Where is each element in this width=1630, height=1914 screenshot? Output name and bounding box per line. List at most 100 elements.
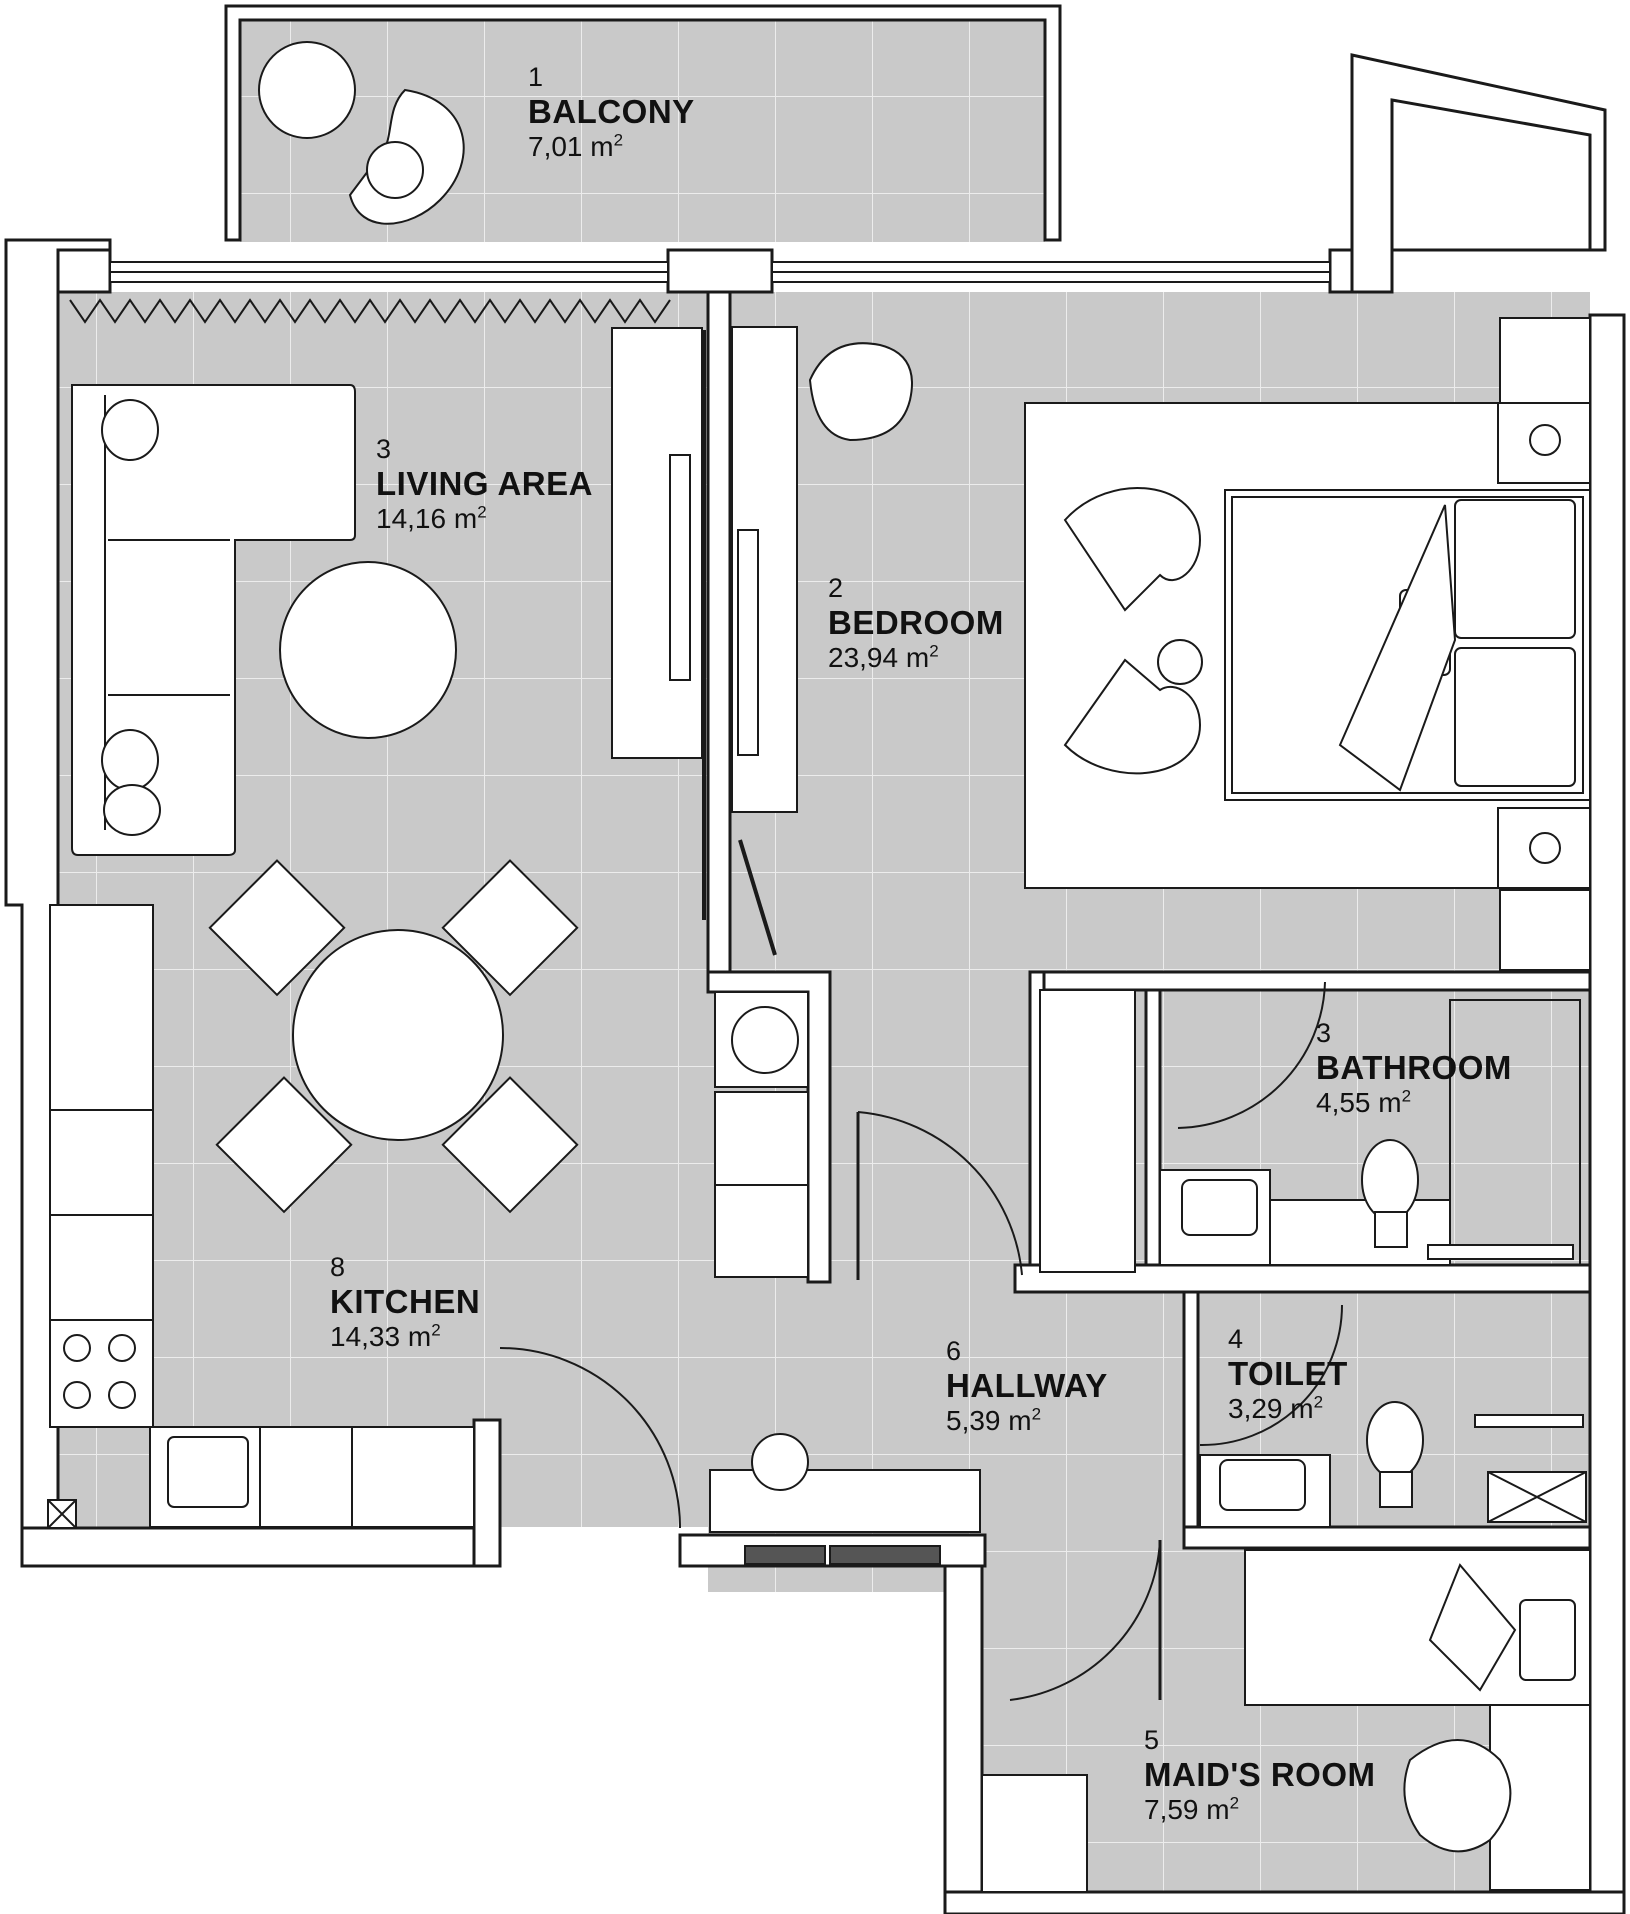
shower-bar [1427, 1244, 1574, 1260]
room-number: 3 [376, 434, 392, 464]
toilet-door-swing [1199, 1304, 1343, 1447]
living-furniture [47, 298, 706, 1529]
room-name: LIVING AREA [376, 465, 593, 503]
bedroom-door-leaf [738, 839, 777, 956]
room-area: 7,01 m2 [528, 130, 624, 162]
room-area: 23,94 m2 [828, 641, 939, 673]
kitchen-sink [167, 1436, 249, 1508]
room-area: 3,29 m2 [1228, 1392, 1324, 1424]
wall-toilet-west [1182, 1290, 1200, 1550]
room-label-living-area: 3 LIVING AREA 14,16 m2 [376, 434, 593, 535]
east-shaft-inner [1390, 98, 1592, 252]
room-number: 8 [330, 1252, 346, 1282]
north-wall-pier-mid [666, 248, 774, 294]
bathroom-toilet [1361, 1139, 1419, 1221]
room-name: HALLWAY [946, 1367, 1108, 1405]
room-number: 1 [528, 62, 544, 92]
bedroom-wardrobe [1499, 317, 1591, 404]
toilet-sink [1219, 1459, 1306, 1511]
coffee-table [279, 561, 457, 739]
bedroom-armchair [1063, 658, 1202, 775]
toilet-bowl [1366, 1401, 1424, 1479]
south-wall-bottom [943, 1890, 1626, 1914]
room-number: 5 [1144, 1725, 1160, 1755]
balcony-side-table [258, 41, 356, 139]
room-area: 4,55 m2 [1316, 1086, 1412, 1118]
room-number: 4 [1228, 1324, 1244, 1354]
room-label-kitchen: 8 KITCHEN 14,33 m2 [330, 1252, 480, 1353]
room-label-balcony: 1 BALCONY 7,01 m2 [528, 62, 695, 163]
room-number: 2 [828, 573, 844, 603]
balcony-parapet [224, 4, 1062, 242]
desk-chair [808, 342, 913, 442]
wall-hall-north [706, 970, 832, 1284]
room-number: 6 [946, 1336, 962, 1366]
bedroom-armchair [1063, 487, 1202, 612]
shower-bar [1474, 1414, 1584, 1428]
maids-room-furniture [981, 1549, 1591, 1893]
wall-bath-wardrobe-divider [1144, 988, 1162, 1267]
pillow [1454, 647, 1576, 787]
north-wall-pier-left [56, 248, 112, 294]
maid-door-swing [1009, 1539, 1161, 1701]
room-name: BATHROOM [1316, 1049, 1512, 1087]
maid-chair [1403, 1739, 1512, 1853]
nightstand [1497, 807, 1591, 889]
room-label-bathroom: 3 BATHROOM 4,55 m2 [1316, 1018, 1512, 1119]
bathroom-counter [1269, 1199, 1451, 1266]
bedroom-furniture [731, 317, 1591, 971]
balcony-furniture [258, 41, 465, 225]
hall-wardrobe [1039, 989, 1136, 1273]
wall-toilet-south [1182, 1525, 1592, 1550]
pillow [1454, 499, 1576, 639]
console-table [709, 1469, 981, 1533]
kitchen-door-swing [499, 1347, 681, 1529]
outer-wall-south-maid [943, 1564, 984, 1914]
hall-door-swing [857, 1111, 1023, 1276]
nightstand [1497, 402, 1591, 484]
dining-chair-sw [215, 1076, 353, 1214]
shower-tray [1449, 999, 1581, 1266]
duvet-fold [1338, 504, 1457, 792]
entry-door-leaf-right [829, 1545, 941, 1565]
maid-wardrobe [981, 1774, 1088, 1893]
room-area: 7,59 m2 [1144, 1793, 1240, 1825]
room-label-bedroom: 2 BEDROOM 23,94 m2 [828, 573, 1004, 674]
wall-living-bedroom [706, 290, 732, 974]
toilet-fixtures [1199, 1304, 1587, 1528]
room-label-hallway: 6 HALLWAY 5,39 m2 [946, 1336, 1108, 1437]
east-service-shaft [1350, 53, 1607, 294]
room-label-toilet: 4 TOILET 3,29 m2 [1228, 1324, 1348, 1425]
curtain [69, 298, 671, 324]
room-name: BALCONY [528, 93, 695, 131]
room-name: BEDROOM [828, 604, 1004, 642]
room-name: KITCHEN [330, 1283, 481, 1321]
room-name: MAID'S ROOM [1144, 1756, 1376, 1794]
windows [109, 261, 1331, 1565]
wall-kitchen-east [472, 1418, 502, 1568]
room-number: 3 [1316, 1018, 1332, 1048]
washing-machine [731, 1006, 799, 1074]
bed-duvet-fold [1428, 1563, 1517, 1692]
room-area: 14,33 m2 [330, 1320, 441, 1352]
bathroom-fixtures [1159, 981, 1581, 1266]
dining-table [292, 929, 504, 1141]
stool [751, 1433, 809, 1491]
outer-wall-south-left [20, 1526, 502, 1568]
dining-chair-ne [441, 859, 579, 997]
bedroom-wardrobe [1499, 889, 1591, 971]
outer-wall-east [1588, 313, 1626, 1914]
desk-monitor [737, 529, 759, 756]
hall-furniture [499, 989, 1162, 1701]
room-name: TOILET [1228, 1355, 1348, 1393]
bathroom-door-swing [1177, 981, 1326, 1129]
dining-chair-nw [208, 859, 346, 997]
wall-bath-north [1028, 970, 1592, 992]
room-label-maids-room: 5 MAID'S ROOM 7,59 m2 [1144, 1725, 1376, 1826]
tv [669, 454, 691, 681]
dining-chair-se [441, 1076, 579, 1214]
walls [4, 4, 1626, 1914]
bed-pillow [1519, 1599, 1576, 1681]
room-area: 14,16 m2 [376, 502, 487, 534]
